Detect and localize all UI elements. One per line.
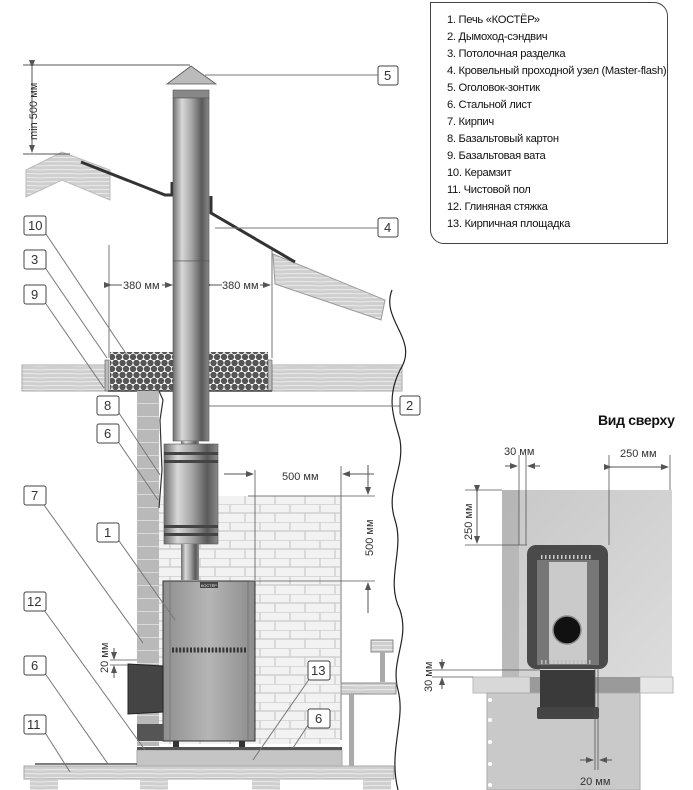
firebox-gap-label: 20 мм	[99, 643, 111, 673]
callout-12: 12	[23, 591, 146, 751]
top-view-gap-door-label: 20 мм	[580, 776, 610, 788]
legend-item: 12. Глиняная стяжка	[447, 201, 548, 213]
wall-clearance-horizontal-label: 500 мм	[282, 471, 319, 483]
svg-text:5: 5	[384, 68, 391, 83]
roof-flashing-left	[80, 160, 174, 197]
roof-flashing-right	[209, 196, 296, 264]
brick-platform	[136, 749, 343, 767]
callout-8: 8	[96, 395, 161, 476]
callout-6-top: 6	[96, 423, 159, 501]
svg-text:8: 8	[104, 398, 111, 413]
legend-item: 8. Базальтовый картон	[447, 133, 559, 145]
ceiling-gap-left-label: 380 мм	[123, 280, 160, 292]
callout-7: 7	[23, 485, 144, 644]
callout-6-platform: 6	[292, 708, 331, 749]
legend-list: 1. Печь «КОСТЁР» 2. Дымоход-сэндвич 3. П…	[447, 12, 667, 233]
top-view-gap-side-label: 30 мм	[504, 446, 534, 458]
stove: КОСТЁР	[127, 580, 256, 749]
chimney-cap	[165, 65, 218, 85]
callout-10: 10	[23, 215, 128, 356]
svg-text:11: 11	[27, 717, 41, 732]
svg-text:6: 6	[104, 426, 111, 441]
callout-3: 3	[23, 249, 108, 359]
ceiling-gap-dimensions: 380 мм 380 мм	[104, 245, 273, 358]
callout-2: 2	[209, 395, 421, 416]
firebox-gap-dimension: 20 мм	[99, 643, 137, 678]
svg-text:6: 6	[31, 658, 38, 673]
roof-right	[272, 253, 386, 321]
callout-6-floor: 6	[23, 655, 109, 765]
callout-4: 4	[215, 217, 399, 238]
svg-text:9: 9	[31, 287, 38, 302]
min-height-label: min 500 мм	[28, 83, 40, 140]
top-view-gap-back-label: 250 мм	[463, 503, 475, 540]
ceiling-gap-right-label: 380 мм	[222, 280, 259, 292]
legend-item: 2. Дымоход-сэндвич	[447, 31, 548, 43]
svg-text:12: 12	[27, 594, 41, 609]
stove-badge: КОСТЁР	[201, 583, 217, 588]
svg-text:2: 2	[406, 398, 413, 413]
svg-text:4: 4	[384, 220, 391, 235]
chimney-pipe	[163, 65, 219, 580]
callout-1: 1	[96, 522, 176, 621]
ceiling	[21, 352, 403, 392]
top-view-flue-opening	[552, 615, 582, 645]
legend-item: 13. Кирпичная площадка	[447, 218, 571, 230]
top-view-title: Вид сверху	[598, 412, 675, 428]
section-cut-line	[389, 289, 407, 790]
brick-column	[137, 391, 159, 746]
top-view	[472, 490, 674, 790]
legend-item: 10. Керамзит	[447, 167, 512, 179]
svg-text:6: 6	[315, 711, 322, 726]
legend-item: 3. Потолочная разделка	[447, 48, 566, 60]
legend-item: 9. Базальтовая вата	[447, 150, 546, 162]
top-view-gap-right-label: 250 мм	[620, 448, 657, 460]
legend-box: 1. Печь «КОСТЁР» 2. Дымоход-сэндвич 3. П…	[430, 2, 668, 244]
top-view-firebox	[540, 670, 595, 710]
legend-item: 11. Чистовой пол	[447, 184, 531, 196]
legend-item: 6. Стальной лист	[447, 99, 532, 111]
bench	[340, 639, 397, 766]
stove-firebox-door	[127, 663, 164, 715]
svg-text:10: 10	[28, 218, 42, 233]
callout-13: 13	[252, 660, 331, 761]
svg-text:3: 3	[31, 252, 38, 267]
svg-text:13: 13	[311, 663, 325, 678]
callout-5: 5	[205, 65, 399, 86]
callout-11: 11	[23, 714, 71, 773]
callout-9: 9	[23, 284, 105, 389]
svg-text:7: 7	[31, 488, 38, 503]
legend-item: 1. Печь «КОСТЁР»	[447, 14, 540, 26]
roof-left	[25, 151, 111, 201]
top-view-dimensions: 30 мм 250 мм 250 мм 30 мм 20 мм	[423, 446, 671, 788]
wall-clearance-vertical-label: 500 мм	[364, 519, 376, 556]
legend-item: 7. Кирпич	[447, 116, 494, 128]
svg-text:1: 1	[104, 525, 111, 540]
top-view-gap-front-label: 30 мм	[423, 662, 435, 692]
legend-item: 4. Кровельный проходной узел (Master-fla…	[447, 65, 667, 77]
min-height-dimension: min 500 мм	[23, 60, 190, 155]
chimney-tank	[163, 443, 219, 545]
basalt-board	[158, 390, 164, 509]
legend-item: 5. Оголовок-зонтик	[447, 82, 540, 94]
floor	[23, 747, 395, 790]
